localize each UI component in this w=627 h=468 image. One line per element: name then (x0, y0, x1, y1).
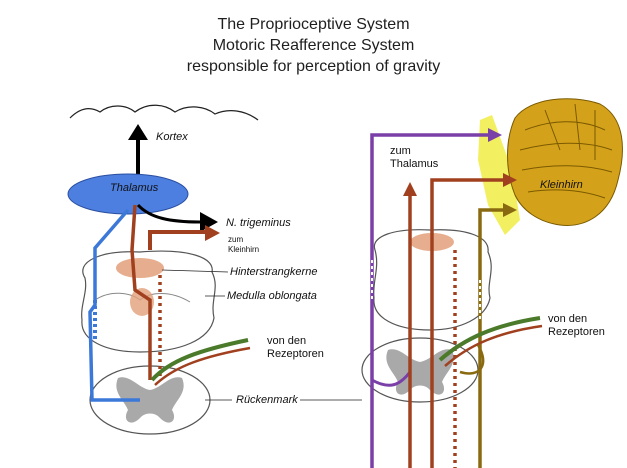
label-n-trigeminus: N. trigeminus (226, 217, 291, 229)
hinterstrangkerne-nucleus (116, 258, 164, 278)
label-hinterstrangkerne: Hinterstrangkerne (230, 266, 317, 278)
kortex-arrowhead (128, 124, 148, 140)
kleinhirn-path-left (150, 232, 205, 250)
label-von-den-right: von den (548, 313, 587, 325)
right-diagram: Kleinhirn zum Thalamus (362, 99, 622, 468)
left-diagram: Kortex Thalamus N. trigeminus zum Kleinh… (68, 105, 362, 434)
label-von-den-left: von den (267, 335, 306, 347)
label-rueckenmark: Rückenmark (236, 394, 298, 406)
cortex-outline (70, 105, 258, 120)
label-zum-kleinhirn-1: zum (228, 235, 243, 244)
label-rezeptoren-left: Rezeptoren (267, 348, 324, 360)
kleinhirn-arrowhead-left (205, 225, 220, 241)
cerebellum (508, 99, 623, 226)
label-kleinhirn: Kleinhirn (540, 179, 583, 191)
thalamus-ellipse (68, 174, 188, 214)
label-rezeptoren-right: Rezeptoren (548, 326, 605, 338)
brown-arrowhead-right-1 (403, 182, 417, 196)
label-medulla-oblongata: Medulla oblongata (227, 290, 317, 302)
label-kortex: Kortex (156, 131, 188, 143)
label-thalamus-right: Thalamus (390, 158, 439, 170)
label-thalamus-left: Thalamus (110, 182, 159, 194)
label-zum-kleinhirn-2: Kleinhirn (228, 245, 259, 254)
label-zum-right: zum (390, 145, 411, 157)
